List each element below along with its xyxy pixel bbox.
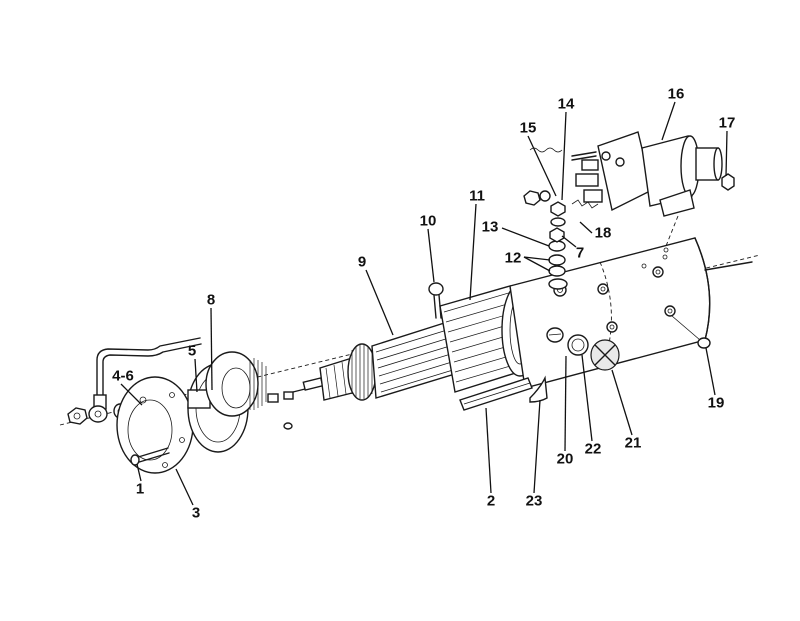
- callout-label-16: 16: [667, 85, 685, 103]
- motor-frame-housing: [509, 237, 753, 389]
- plug-and-ring: [567, 334, 620, 371]
- callout-label-10: 10: [419, 212, 437, 230]
- insulator: [529, 375, 548, 403]
- callout-label-14: 14: [557, 95, 575, 113]
- mounting-bolt: [428, 282, 444, 319]
- leader-lines: [120, 101, 728, 506]
- callout-label-22: 22: [584, 440, 602, 458]
- solenoid-switch: [523, 131, 735, 253]
- callout-label-3: 3: [191, 504, 201, 522]
- callout-label-1: 1: [135, 480, 145, 498]
- callout-label-2: 2: [486, 492, 496, 510]
- callout-label-5: 5: [187, 342, 197, 360]
- callout-label-17: 17: [718, 114, 736, 132]
- callout-label-4-6: 4-6: [112, 367, 134, 385]
- callout-label-19: 19: [707, 394, 725, 412]
- callout-label-20: 20: [556, 450, 574, 468]
- callout-label-13: 13: [481, 218, 499, 236]
- brush-plate: [187, 351, 326, 453]
- end-flange: [116, 376, 194, 474]
- brush-strip: [459, 377, 533, 411]
- callout-label-15: 15: [519, 119, 537, 137]
- callout-label-12: 12: [504, 249, 522, 267]
- callout-label-8: 8: [206, 291, 216, 309]
- screw: [671, 315, 711, 349]
- callout-label-21: 21: [624, 434, 642, 452]
- callout-label-9: 9: [357, 253, 367, 271]
- callout-label-18: 18: [594, 224, 612, 242]
- callout-label-7: 7: [575, 244, 585, 262]
- callout-label-11: 11: [469, 187, 485, 205]
- terminal-lead-wire: [67, 337, 202, 425]
- callout-label-23: 23: [525, 492, 543, 510]
